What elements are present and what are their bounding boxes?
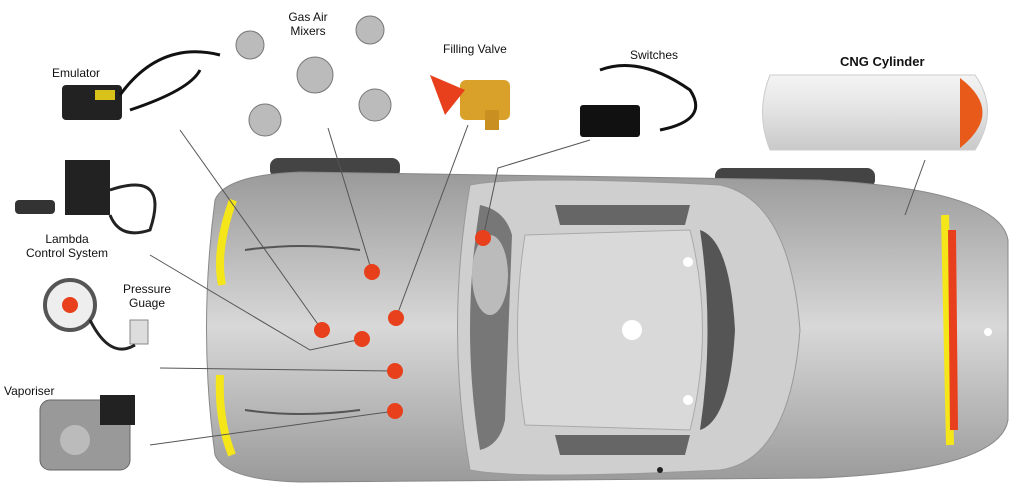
pressure-guage-image: [43, 278, 149, 351]
label-lambda-control-system: Lambda Control System: [25, 232, 109, 260]
label-filling-valve: Filling Valve: [443, 42, 507, 56]
leader-lines: [149, 124, 926, 446]
filling-valve-image: [430, 75, 510, 130]
marker-emulator: [314, 322, 330, 338]
marker-switches: [475, 230, 491, 246]
label-emulator: Emulator: [52, 66, 101, 80]
emulator-image: [62, 50, 221, 120]
car-top-view: [206, 171, 1009, 483]
marker-gas-air-mixers: [364, 264, 380, 280]
lambda-control-image: [15, 160, 157, 235]
label-vaporiser: Vaporiser: [4, 384, 55, 398]
gas-air-mixers-image: [235, 15, 392, 137]
label-switches: Switches: [630, 48, 679, 62]
component-markers: [314, 230, 491, 419]
label-pressure-guage: Pressure Guage: [122, 282, 172, 310]
marker-vaporiser: [387, 403, 403, 419]
marker-filling-valve: [388, 310, 404, 326]
marker-pressure-guage: [387, 363, 403, 379]
switches-image: [580, 64, 698, 137]
marker-lambda: [354, 331, 370, 347]
label-cng-cylinder: CNG Cylinder: [840, 54, 925, 69]
cng-cylinder-image: [762, 74, 988, 151]
vaporiser-image: [39, 395, 135, 471]
label-gas-air-mixers: Gas Air Mixers: [288, 10, 328, 38]
